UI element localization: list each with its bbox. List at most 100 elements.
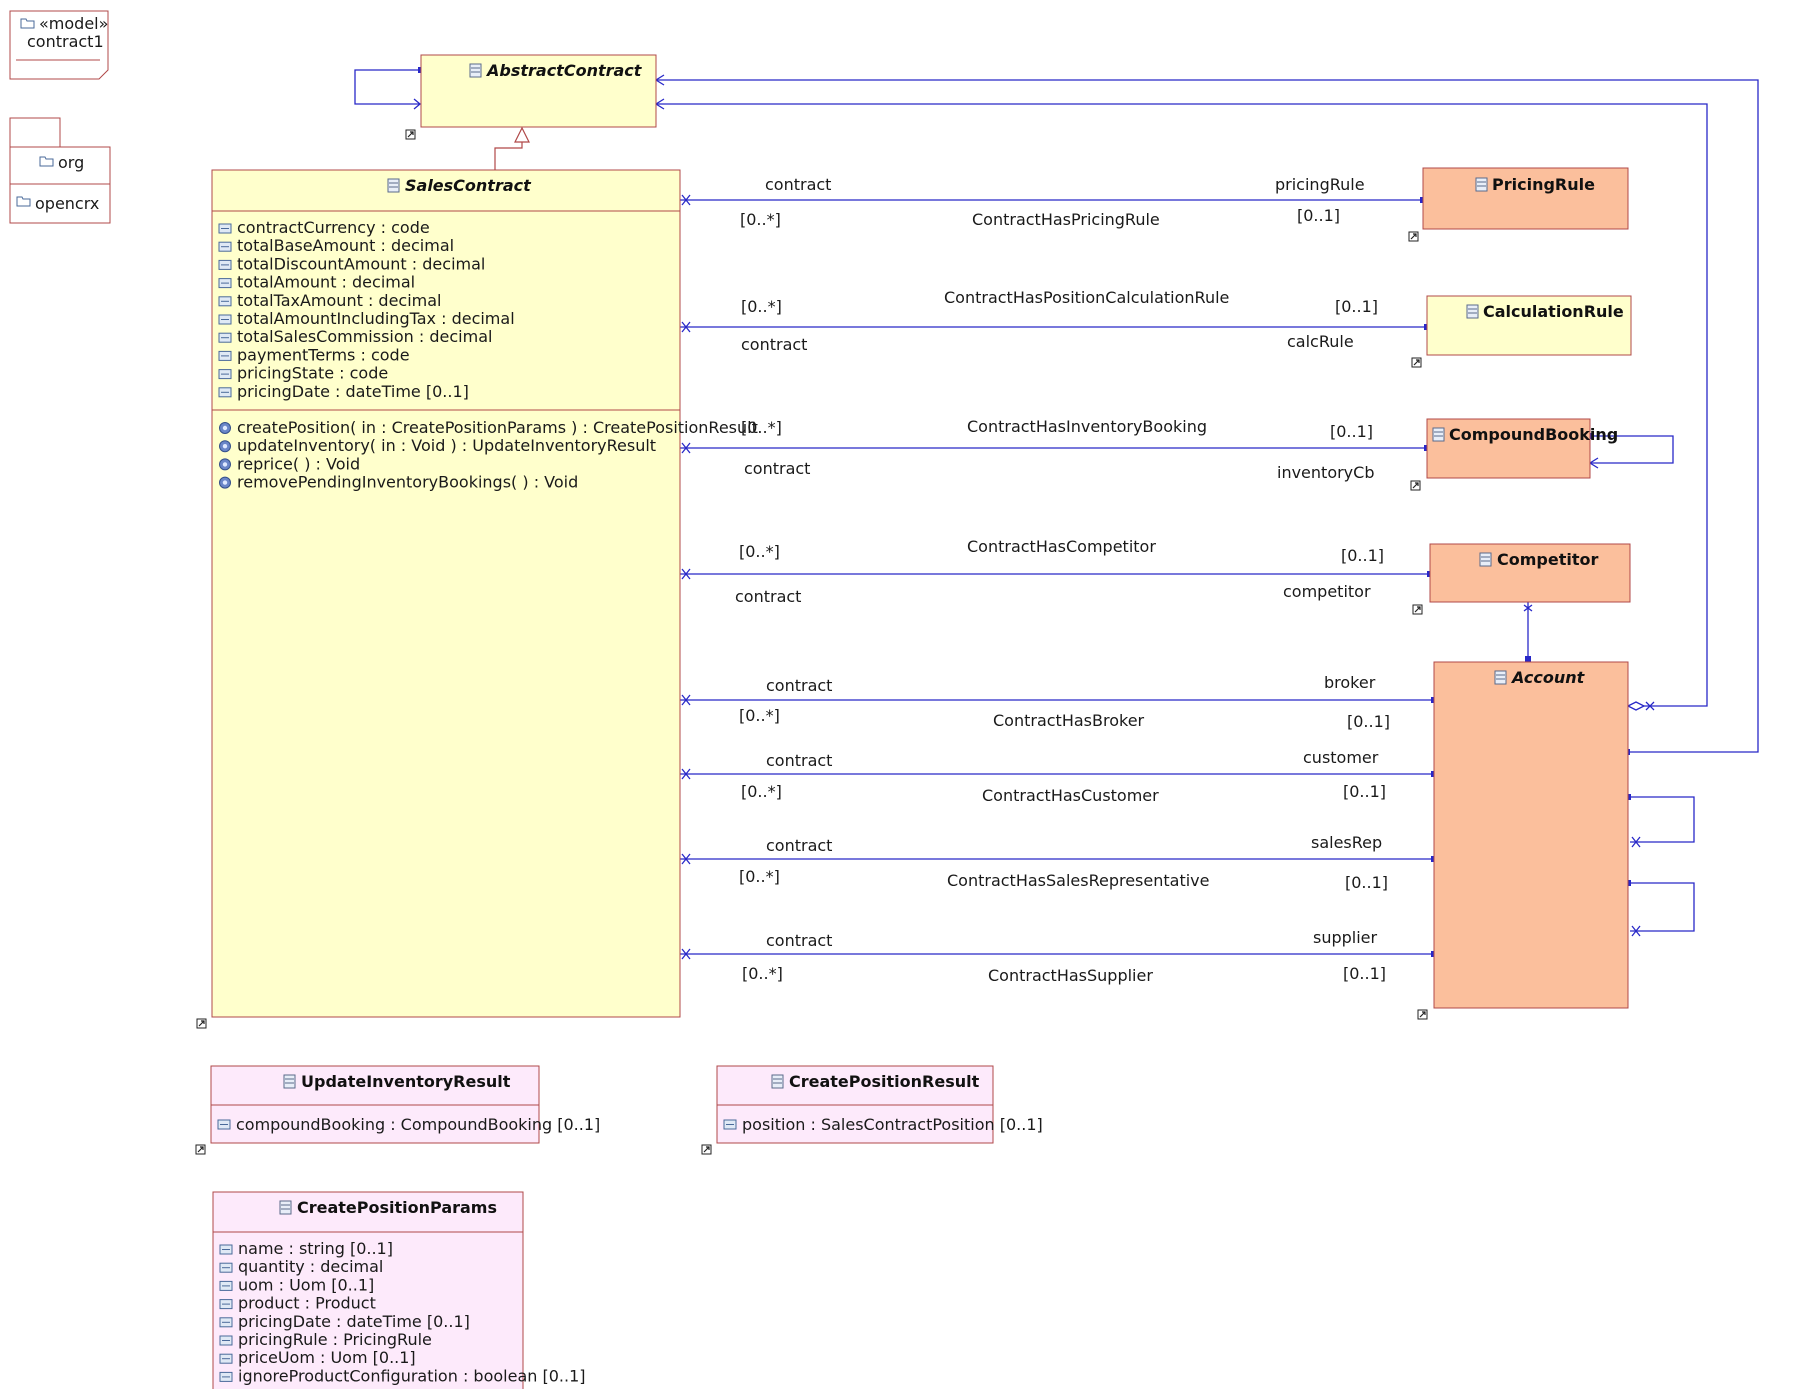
class-name: CompoundBooking bbox=[1449, 425, 1618, 444]
left-multiplicity: [0..*] bbox=[741, 782, 782, 801]
operation-icon bbox=[219, 476, 231, 489]
class-name: PricingRule bbox=[1492, 175, 1595, 194]
left-role: contract bbox=[766, 751, 832, 770]
class-name: SalesContract bbox=[405, 176, 532, 195]
right-multiplicity: [0..1] bbox=[1335, 297, 1378, 316]
class-update-inventory-result[interactable]: UpdateInventoryResult compoundBooking : … bbox=[195, 1065, 600, 1155]
right-role: salesRep bbox=[1311, 833, 1382, 852]
association-name: ContractHasSupplier bbox=[988, 966, 1153, 985]
right-multiplicity: [0..1] bbox=[1347, 712, 1390, 731]
left-role: contract bbox=[766, 931, 832, 950]
class-pricing-rule[interactable]: PricingRule bbox=[1408, 167, 1629, 242]
attribute-icon bbox=[218, 369, 232, 380]
attribute-row: contractCurrency : code bbox=[237, 218, 430, 237]
right-role: pricingRule bbox=[1275, 175, 1365, 194]
class-abstract-contract[interactable]: AbstractContract bbox=[405, 54, 657, 140]
attribute-icon bbox=[219, 1353, 233, 1364]
attribute-row: pricingDate : dateTime [0..1] bbox=[238, 1312, 470, 1331]
right-multiplicity: [0..1] bbox=[1330, 422, 1373, 441]
attribute-icon bbox=[723, 1119, 737, 1130]
attribute-row: totalAmountIncludingTax : decimal bbox=[237, 309, 515, 328]
right-multiplicity: [0..1] bbox=[1341, 546, 1384, 565]
class-name: AbstractContract bbox=[485, 61, 643, 80]
class-create-position-params[interactable]: CreatePositionParams name : string [0..1… bbox=[198, 1191, 586, 1389]
generalization-arrow bbox=[494, 126, 530, 170]
attribute-icon bbox=[218, 259, 232, 270]
class-competitor[interactable]: Competitor bbox=[1412, 543, 1631, 615]
association-broker: contract broker [0..*] ContractHasBroker… bbox=[739, 673, 1390, 731]
shortcut-icon bbox=[1411, 357, 1422, 368]
attribute-icon bbox=[218, 350, 232, 361]
attribute-row: pricingRule : PricingRule bbox=[238, 1330, 432, 1349]
shortcut-icon bbox=[195, 1144, 206, 1155]
class-icon bbox=[283, 1074, 296, 1089]
attribute-row: totalSalesCommission : decimal bbox=[237, 327, 492, 346]
association-customer: contract customer [0..*] ContractHasCust… bbox=[741, 748, 1386, 805]
left-multiplicity: [0..*] bbox=[741, 297, 782, 316]
attribute-icon bbox=[218, 223, 232, 234]
attribute-row: totalDiscountAmount : decimal bbox=[237, 254, 485, 273]
operation-list: createPosition( in : CreatePositionParam… bbox=[219, 418, 758, 492]
attribute-row: priceUom : Uom [0..1] bbox=[238, 1348, 416, 1367]
operation-icon bbox=[219, 422, 231, 434]
class-name: Competitor bbox=[1497, 550, 1598, 569]
class-account[interactable]: Account bbox=[1417, 661, 1629, 1020]
class-icon bbox=[1475, 177, 1488, 192]
class-calculation-rule[interactable]: CalculationRule bbox=[1411, 295, 1632, 368]
attribute-row: ignoreProductConfiguration : boolean [0.… bbox=[238, 1366, 586, 1385]
class-create-position-result[interactable]: CreatePositionResult position : SalesCon… bbox=[701, 1065, 1043, 1155]
attribute-icon bbox=[218, 314, 232, 325]
association-calc-rule: [0..*] ContractHasPositionCalculationRul… bbox=[741, 288, 1378, 354]
class-icon bbox=[1494, 670, 1507, 685]
class-icon bbox=[1432, 427, 1445, 442]
operation-row: createPosition( in : CreatePositionParam… bbox=[237, 418, 758, 437]
attribute-row: name : string [0..1] bbox=[238, 1239, 393, 1258]
right-role: customer bbox=[1303, 748, 1379, 767]
right-multiplicity: [0..1] bbox=[1297, 206, 1340, 225]
right-role: inventoryCb bbox=[1277, 463, 1374, 482]
attribute-row: product : Product bbox=[238, 1294, 376, 1313]
attribute-icon bbox=[218, 387, 232, 398]
right-role: competitor bbox=[1283, 582, 1371, 601]
attribute-row: paymentTerms : code bbox=[237, 345, 410, 364]
left-multiplicity: [0..*] bbox=[739, 867, 780, 886]
left-role: contract bbox=[765, 175, 831, 194]
class-icon bbox=[1479, 552, 1492, 567]
model-contract1[interactable]: «model» contract1 bbox=[9, 10, 109, 80]
association-name: ContractHasPricingRule bbox=[972, 210, 1160, 229]
class-icon bbox=[469, 63, 482, 78]
operation-icon bbox=[219, 458, 231, 471]
attribute-row: totalAmount : decimal bbox=[237, 273, 415, 292]
left-multiplicity: [0..*] bbox=[739, 706, 780, 725]
class-name: Account bbox=[1510, 668, 1586, 687]
package-opencrx-label: opencrx bbox=[35, 194, 99, 213]
association-name: ContractHasSalesRepresentative bbox=[947, 871, 1209, 890]
class-sales-contract[interactable]: SalesContract contractCurrency : codetot… bbox=[196, 169, 758, 1029]
operation-row: removePendingInventoryBookings( ) : Void bbox=[237, 473, 578, 492]
association-supplier: contract supplier [0..*] ContractHasSupp… bbox=[742, 928, 1386, 985]
class-icon bbox=[1466, 304, 1479, 319]
association-inventory: [0..*] ContractHasInventoryBooking [0..1… bbox=[741, 417, 1374, 482]
class-icon bbox=[771, 1074, 784, 1089]
attribute-icon bbox=[218, 241, 232, 252]
class-name: CreatePositionResult bbox=[789, 1072, 980, 1091]
attribute-icon bbox=[219, 1262, 233, 1273]
package-org-opencrx[interactable]: org opencrx bbox=[9, 117, 111, 224]
association-competitor: [0..*] ContractHasCompetitor [0..1] cont… bbox=[735, 537, 1384, 606]
attribute-row: pricingDate : dateTime [0..1] bbox=[237, 382, 469, 401]
left-role: contract bbox=[766, 676, 832, 695]
left-role: contract bbox=[766, 836, 832, 855]
attribute-row: totalBaseAmount : decimal bbox=[237, 236, 454, 255]
left-role: contract bbox=[744, 459, 810, 478]
attribute-icon bbox=[218, 332, 232, 343]
shortcut-icon bbox=[1412, 604, 1423, 615]
right-multiplicity: [0..1] bbox=[1345, 873, 1388, 892]
shortcut-icon bbox=[196, 1018, 207, 1029]
association-name: ContractHasBroker bbox=[993, 711, 1145, 730]
class-name: CalculationRule bbox=[1483, 302, 1624, 321]
shortcut-icon bbox=[1410, 480, 1421, 491]
class-compound-booking[interactable]: CompoundBooking bbox=[1410, 418, 1618, 491]
model-stereotype: «model» bbox=[39, 14, 108, 33]
right-role: supplier bbox=[1313, 928, 1378, 947]
